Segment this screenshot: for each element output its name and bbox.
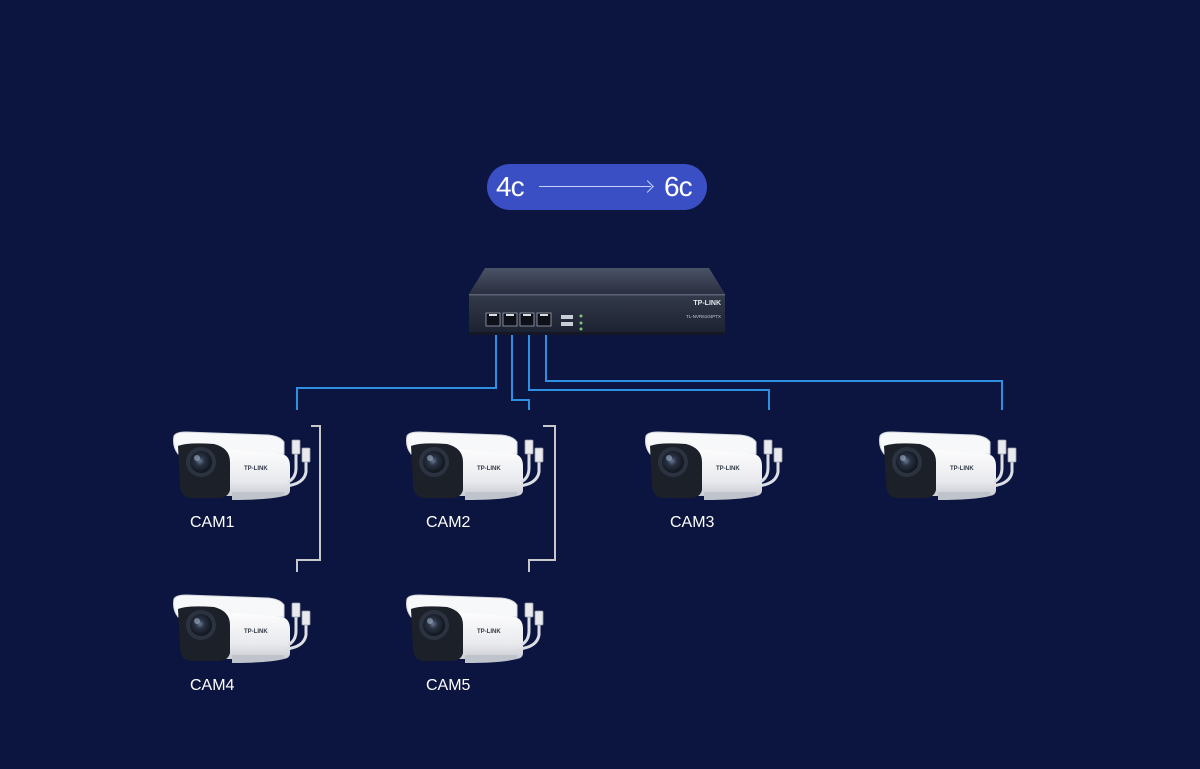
switch-model-label: TL-NVR6104PTX <box>686 314 721 319</box>
badge-from-value: 4c <box>496 171 525 202</box>
uplink-cables <box>296 334 1003 410</box>
camera-cam2 <box>405 430 545 502</box>
cable-cam2-to-cam5 <box>528 425 556 572</box>
cascade-cables <box>296 425 556 572</box>
camera-cam3 <box>644 430 784 502</box>
arrow-right-icon <box>539 186 651 187</box>
cam3-label: CAM3 <box>670 514 715 531</box>
cam4-label: CAM4 <box>190 677 235 694</box>
camera-cam5 <box>405 593 545 665</box>
camera-cam1 <box>172 430 312 502</box>
upgrade-badge: 4c 6c <box>487 164 707 210</box>
cam5-label: CAM5 <box>426 677 471 694</box>
switch-brand-logo: TP-LINK <box>693 300 721 307</box>
cam2-label: CAM2 <box>426 514 471 531</box>
cable-cam2 <box>511 334 530 410</box>
poe-switch: TP-LINK TL-NVR6104PTX <box>469 268 725 335</box>
badge-to-value: 6c <box>664 171 693 202</box>
cable-cam1 <box>296 334 497 410</box>
cam1-label: CAM1 <box>190 514 235 531</box>
cable-cam1-to-cam4 <box>296 425 321 572</box>
cable-cam3 <box>528 334 770 410</box>
cable-cam-right <box>545 334 1003 410</box>
camera-right <box>878 430 1018 502</box>
camera-cam4 <box>172 593 312 665</box>
